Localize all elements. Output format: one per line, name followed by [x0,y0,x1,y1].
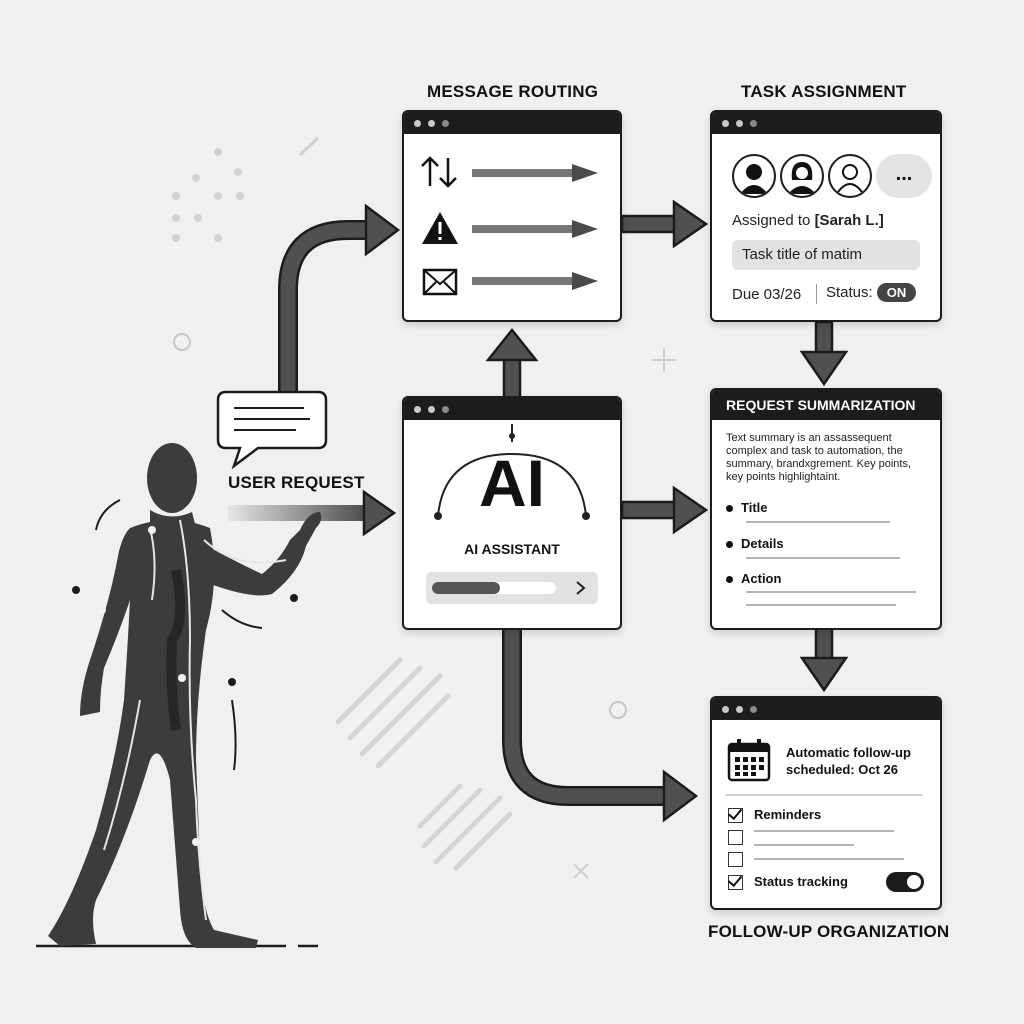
rule [726,794,922,796]
arrow-summary-to-followup [799,626,849,693]
rule [754,830,894,832]
decor-plus [652,348,676,372]
assignment-line: Assigned to [Sarah L.] [732,212,884,229]
due-date: Due 03/26 [732,286,802,303]
status-label: Status: [826,284,873,301]
decor-circle [609,701,627,719]
calendar-icon [727,739,771,782]
avatar[interactable] [780,154,824,198]
decor-circle [173,333,191,351]
reminders-label: Reminders [754,807,822,822]
more-options-button[interactable]: ... [876,154,932,198]
window-titlebar [712,698,940,720]
progress-fill [432,582,501,594]
followup-checkbox[interactable] [728,852,743,867]
window-titlebar [404,398,620,420]
rule [746,521,890,523]
rule [746,604,896,606]
summary-title: REQUEST SUMMARIZATION [712,390,940,420]
chevron-right-icon[interactable] [574,580,588,596]
bullet-action: Action [726,571,781,586]
heading-message-routing: MESSAGE ROUTING [427,82,599,101]
avatar[interactable] [732,154,776,198]
bullet-title: Title [726,500,768,515]
reminders-checkbox[interactable] [728,808,743,823]
decor-dots [172,148,244,242]
user-avatar-icon [740,164,768,194]
user-avatar-female-icon [788,162,816,194]
decor-slash [298,136,320,157]
status-row: Status:ON [826,283,917,302]
decor-hatch [335,657,513,871]
window-titlebar [712,112,940,134]
status-tracking-label: Status tracking [754,874,848,889]
heading-user-request: USER REQUEST [228,473,365,492]
summary-text: Text summary is an assassequent complex … [726,432,912,483]
arrow-ai-to-summary [620,485,709,535]
ai-assistant-label: AI ASSISTANT [464,541,560,557]
divider [816,284,817,304]
arrow-to-ai [228,505,368,521]
status-tracking-checkbox[interactable] [728,875,743,890]
assignee-name[interactable]: [Sarah L.] [814,212,884,229]
ai-logo: AI [479,446,545,520]
rule [754,844,854,846]
route-arrow [472,272,598,290]
speech-bubble-icon [216,390,328,470]
mail-icon [422,268,458,296]
ai-progress-panel[interactable] [426,572,598,604]
window-titlebar [404,112,620,134]
bullet-details: Details [726,536,784,551]
avatar[interactable] [828,154,872,198]
follow-up-window[interactable]: Automatic follow-up scheduled: Oct 26 Re… [710,696,942,910]
heading-task-assignment: TASK ASSIGNMENT [741,82,907,101]
ai-orbit-icon [434,424,590,520]
arrow-ai-to-followup [502,630,666,806]
arrow-ai-to-routing [485,327,539,404]
task-title-field[interactable]: Task title of matim [732,240,920,270]
warning-icon [422,212,458,244]
request-summarization-window[interactable]: REQUEST SUMMARIZATION Text summary is an… [710,388,942,630]
heading-follow-up-organization: FOLLOW-UP ORGANIZATION [708,922,950,941]
progress-track [432,582,556,594]
rule [746,557,900,559]
followup-schedule-text: Automatic follow-up scheduled: Oct 26 [786,745,911,777]
user-outline-icon [837,164,863,193]
assigned-prefix: Assigned to [732,212,815,229]
swap-vertical-icon [421,156,457,188]
rule [746,591,916,593]
route-arrow [472,220,598,238]
person-figure [36,443,322,948]
message-routing-window[interactable] [402,110,622,322]
arrow-routing-to-task [620,199,709,249]
arrow-task-to-summary [799,320,849,387]
ai-assistant-window[interactable]: AI AI ASSISTANT [402,396,622,630]
route-arrow [472,164,598,182]
toggle-knob [907,875,921,889]
task-assignment-window[interactable]: ... Assigned to [Sarah L.] Task title of… [710,110,942,322]
followup-checkbox[interactable] [728,830,743,845]
status-tracking-toggle[interactable] [886,872,924,892]
status-toggle[interactable]: ON [876,283,917,302]
decor-x [573,863,589,879]
rule [754,858,904,860]
